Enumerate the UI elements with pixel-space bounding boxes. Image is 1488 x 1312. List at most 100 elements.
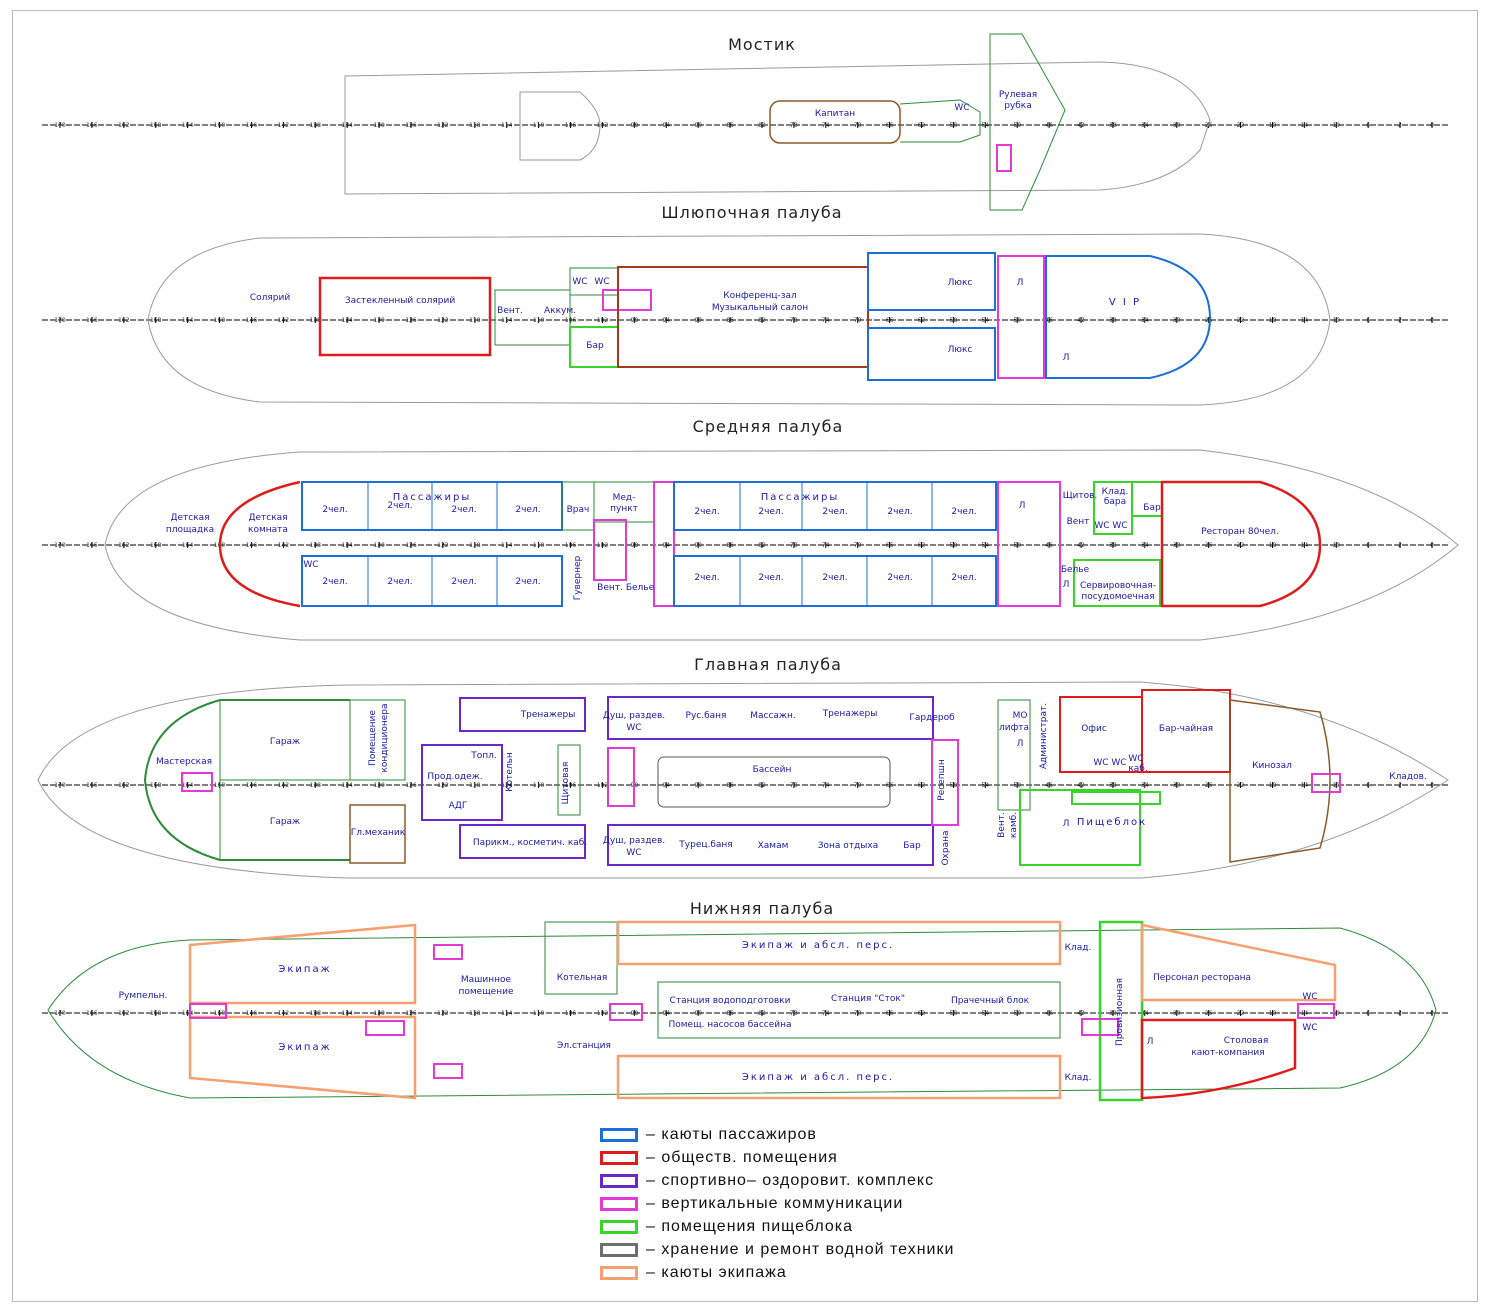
frame-ruler-label: 70 — [854, 122, 862, 129]
label-rest-zone: Зона отдыха — [818, 841, 878, 851]
frame-ruler-label: 38 — [1109, 1010, 1117, 1017]
label-boat-wc1: WC — [572, 277, 587, 287]
frame-ruler-label: 46 — [1045, 782, 1053, 789]
frame-ruler-label: 0 — [1430, 122, 1434, 129]
frame-ruler-label: 86 — [726, 782, 734, 789]
frame-ruler-label: 142 — [278, 122, 290, 129]
label-two-person-cabin: 2чел. — [322, 505, 347, 515]
frame-ruler-label: 98 — [631, 122, 639, 129]
label-two-person-cabin: 2чел. — [822, 573, 847, 583]
frame-ruler-label: 142 — [278, 317, 290, 324]
label-crew-staff-bottom: Экипаж и абсл. перс. — [742, 1072, 894, 1083]
frame-ruler-label: 30 — [1173, 1010, 1181, 1017]
passenger-cabins-aft-bottom — [301, 555, 563, 607]
frame-ruler-label: 2 — [1398, 122, 1402, 129]
restaurant-staff-room — [1140, 923, 1337, 1002]
label-mess-1: Столовая — [1224, 1036, 1269, 1046]
deck-title-middle: Средняя палуба — [693, 417, 844, 436]
bridge-stair — [996, 144, 1012, 172]
label-bar-tea: Бар-чайная — [1159, 724, 1213, 734]
frame-ruler-label: 170 — [54, 122, 66, 129]
frame-ruler-label: 38 — [1109, 317, 1117, 324]
crew-bottom-room — [188, 1015, 417, 1100]
frame-ruler-label: 110 — [533, 317, 545, 324]
systems-block — [657, 981, 1061, 1039]
frame-ruler-label: 14 — [1301, 542, 1309, 549]
label-conference-1: Конференц-зал — [723, 291, 797, 301]
frame-ruler-label: 22 — [1237, 542, 1245, 549]
label-two-person-cabin: 2чел. — [887, 573, 912, 583]
galley-corridor — [1071, 791, 1161, 805]
frame-ruler-label: 78 — [790, 782, 798, 789]
frame-ruler-label: 114 — [501, 122, 513, 129]
lower-stair-b — [433, 1063, 463, 1079]
frame-ruler-label: 146 — [246, 782, 258, 789]
frame-ruler-label: 126 — [405, 782, 417, 789]
frame-ruler-label: 50 — [1013, 782, 1021, 789]
frame-ruler-label: 30 — [1173, 542, 1181, 549]
frame-ruler-label: 14 — [1301, 782, 1309, 789]
legend-item: – спортивно– оздоровит. комплекс — [600, 1171, 934, 1191]
label-massage: Массажн. — [750, 711, 796, 721]
frame-ruler-label: 138 — [310, 782, 322, 789]
frame-ruler-label: 54 — [981, 782, 989, 789]
garage-outline — [143, 699, 350, 861]
frame-ruler-label: 66 — [886, 542, 894, 549]
lux-top-room — [867, 252, 996, 311]
frame-ruler-label: 166 — [86, 782, 98, 789]
frame-ruler-label: 18 — [1269, 317, 1277, 324]
label-workshop: Мастерская — [156, 757, 212, 767]
label-hair: Парикм., косметич. каб. — [473, 838, 587, 848]
bridge-corridor — [899, 99, 981, 143]
label-garage-top: Гараж — [270, 737, 300, 747]
label-two-person-cabin: 2чел. — [694, 573, 719, 583]
label-two-person-cabin: 2чел. — [822, 507, 847, 517]
frame-ruler-label: 58 — [950, 542, 958, 549]
frame-ruler-label: 42 — [1077, 1010, 1085, 1017]
legend-item: – обществ. помещения — [600, 1148, 838, 1168]
gym-top-room — [459, 697, 586, 732]
label-lux-top: Люкс — [948, 278, 973, 288]
label-provision: Провизионная — [1115, 978, 1125, 1046]
frame-ruler-label: 10 — [1332, 542, 1340, 549]
lower-hull — [47, 927, 1437, 1099]
frame-ruler-label: 154 — [182, 542, 194, 549]
frame-ruler-label: 26 — [1205, 317, 1213, 324]
frame-ruler-label: 82 — [758, 122, 766, 129]
frame-ruler-label: 154 — [182, 1010, 194, 1017]
label-vent-1: Вент. — [997, 812, 1007, 838]
frame-ruler-label: 50 — [1013, 317, 1021, 324]
label-wheelhouse-1: Рулевая — [999, 90, 1037, 100]
vip-room — [1045, 255, 1212, 379]
deck-title-lower: Нижняя палуба — [690, 899, 834, 918]
label-power: Эл.станция — [557, 1041, 611, 1051]
label-two-person-cabin: 2чел. — [387, 577, 412, 587]
label-middle-wc-b: WC — [1112, 521, 1127, 531]
frame-ruler-label: 110 — [533, 1010, 545, 1017]
label-two-person-cabin: 2чел. — [515, 577, 540, 587]
frame-ruler-label: 70 — [854, 542, 862, 549]
deck-middle: Средняя палуба Детская площадка Детская … — [104, 417, 1459, 641]
frame-ruler-label: 98 — [631, 317, 639, 324]
passenger-cabins-fwd-top — [673, 481, 997, 531]
label-steering: Румпельн. — [119, 991, 168, 1001]
lift-service-block — [997, 699, 1031, 811]
label-ac-1: Помещение — [368, 710, 378, 766]
galley-room — [1019, 789, 1141, 866]
frame-ruler-label: 34 — [1141, 782, 1149, 789]
frame-ruler-label: 2 — [1398, 1010, 1402, 1017]
lower-stair-a — [433, 944, 463, 960]
legend-label: – каюты пассажиров — [646, 1126, 817, 1143]
label-middle-vent: Вент. — [597, 583, 623, 593]
frame-ruler-label: 78 — [790, 1010, 798, 1017]
frame-ruler-label: 74 — [822, 317, 830, 324]
frame-ruler-label: 42 — [1077, 317, 1085, 324]
frame-ruler-label: 2 — [1398, 317, 1402, 324]
label-fuel: Топл. — [470, 751, 497, 761]
frame-ruler-label: 118 — [469, 317, 481, 324]
label-ac-2: кондиционера — [380, 703, 390, 772]
label-two-person-cabin: 2чел. — [515, 505, 540, 515]
label-pool-pumps: Помещ. насосов бассейна — [668, 1020, 791, 1030]
frame-ruler-label: 46 — [1045, 317, 1053, 324]
